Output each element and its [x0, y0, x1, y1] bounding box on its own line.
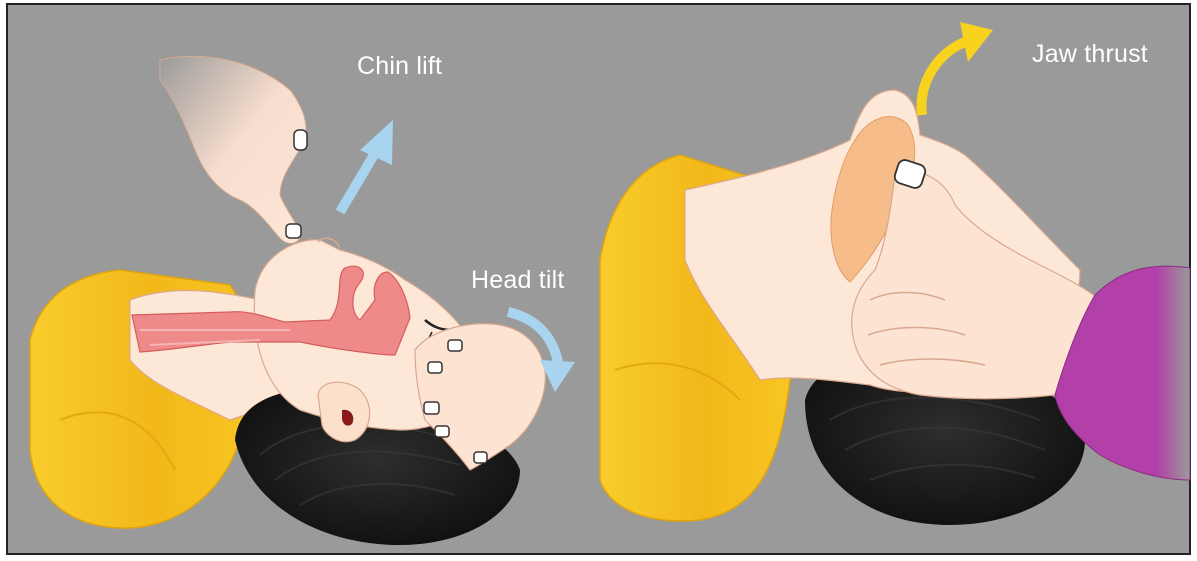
fingernail — [294, 130, 307, 150]
fingernail — [448, 340, 462, 351]
fingernail — [435, 426, 449, 437]
fingernail — [428, 362, 442, 373]
jaw-thrust-label: Jaw thrust — [1032, 40, 1148, 69]
fingernail — [474, 452, 487, 463]
fingernail — [424, 402, 439, 414]
fingernail — [286, 224, 301, 238]
chin-lift-label: Chin lift — [357, 52, 442, 81]
head-tilt-label: Head tilt — [471, 266, 565, 295]
